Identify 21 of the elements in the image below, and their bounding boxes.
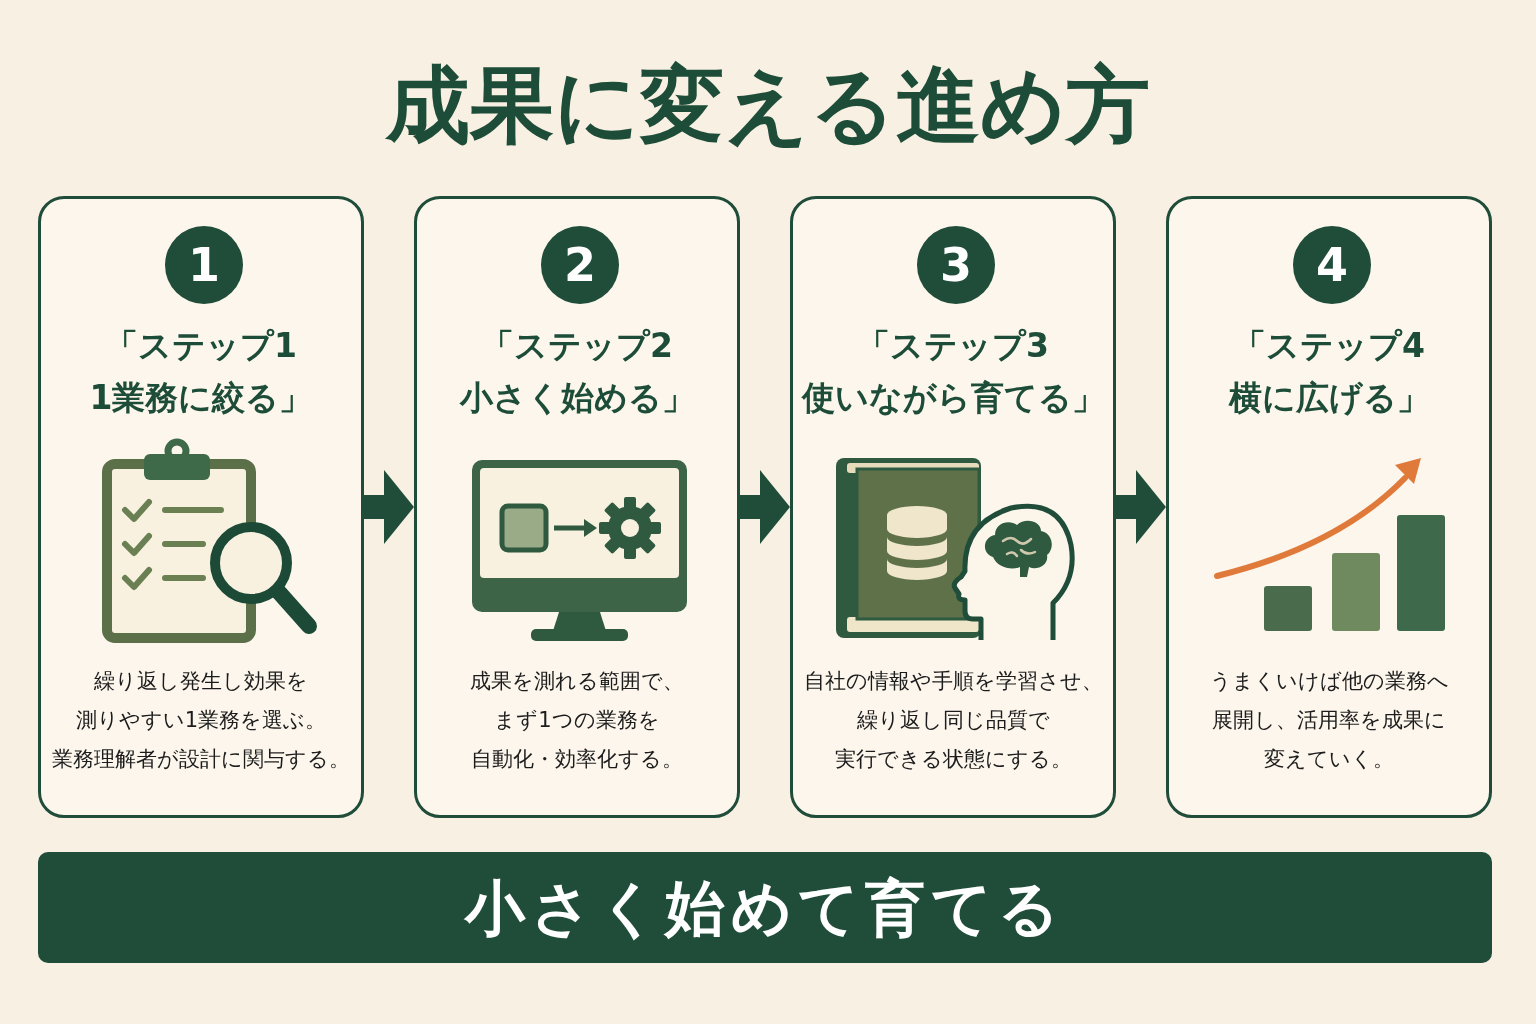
step-number: 3 xyxy=(940,242,972,288)
step-description: 自社の情報や手順を学習させ、繰り返し同じ品質で実行できる状態にする。 xyxy=(803,668,1103,773)
block-arrow xyxy=(740,470,790,544)
step-heading: 「ステップ2小さく始める」 xyxy=(459,325,695,419)
step-description: うまくいけば他の業務へ展開し、活用率を成果に変えていく。 xyxy=(1209,668,1449,773)
step-heading: 「ステップ4横に広げる」 xyxy=(1228,325,1430,419)
step-card xyxy=(1166,196,1492,818)
step-heading: 「ステップ3使いながら育てる」 xyxy=(801,325,1105,419)
page-title: 成果に変える進め方 xyxy=(386,60,1150,150)
step-number: 4 xyxy=(1316,242,1348,288)
block-arrow xyxy=(1116,470,1166,544)
step-description: 繰り返し発生し効果を測りやすい1業務を選ぶ。業務理解者が設計に関与する。 xyxy=(52,668,350,773)
summary-banner xyxy=(38,852,1492,963)
step-number: 2 xyxy=(564,242,596,288)
step-heading: 「ステップ11業務に絞る」 xyxy=(89,325,313,419)
step-description: 成果を測れる範囲で、まず1つの業務を自動化・効率化する。 xyxy=(470,668,684,773)
step-number: 1 xyxy=(188,242,220,288)
step-card xyxy=(414,196,740,818)
block-arrow xyxy=(364,470,414,544)
step-card xyxy=(38,196,364,818)
step-card xyxy=(790,196,1116,818)
